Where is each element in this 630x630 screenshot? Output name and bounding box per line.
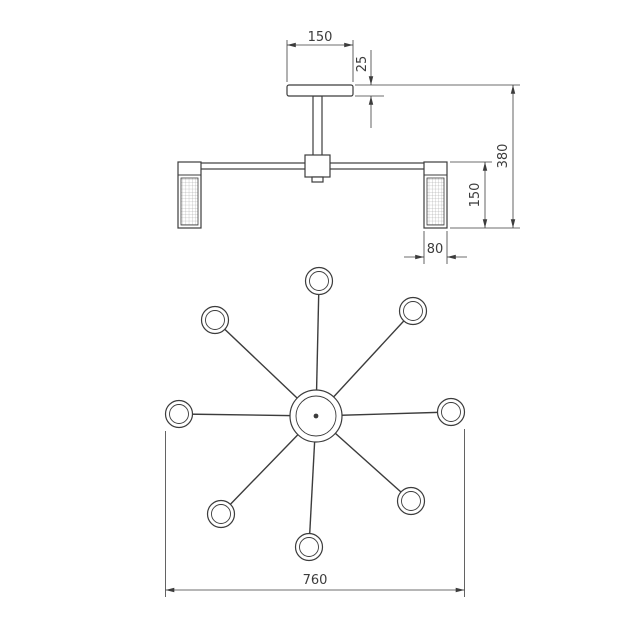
left-shade [177,161,202,229]
lamp-ring [294,532,324,562]
plan-view: 760 [164,266,466,597]
dim-canopy-drop-label: 25 [355,56,370,73]
dim-shade-diameter: 80 [404,231,467,264]
side-view: 150 25 380 150 80 [177,30,520,264]
dim-canopy-width: 150 [286,30,354,82]
dim-shade-diameter-label: 80 [427,242,444,257]
right-shade [423,161,448,229]
lamp-ring [304,266,334,296]
lamp-ring [200,305,230,335]
dim-overall-diameter-label: 760 [303,573,328,588]
dim-fixture-height-label: 380 [496,144,511,169]
lamp-ring [164,399,194,429]
canopy-plate [286,84,354,97]
lamp-ring [396,486,426,516]
dim-canopy-drop: 25 [355,50,520,128]
lamp-ring [206,499,236,529]
dim-fixture-height: 380 [450,85,520,229]
lamp-ring [398,296,428,326]
dim-overall-diameter: 760 [165,429,465,597]
central-hub [304,154,331,183]
dim-shade-height-label: 150 [468,183,483,208]
dim-shade-height: 150 [450,161,492,228]
center-hub-ring [289,389,343,443]
stem [312,95,323,158]
lamp-ring [436,397,466,427]
dim-canopy-width-label: 150 [308,30,333,45]
